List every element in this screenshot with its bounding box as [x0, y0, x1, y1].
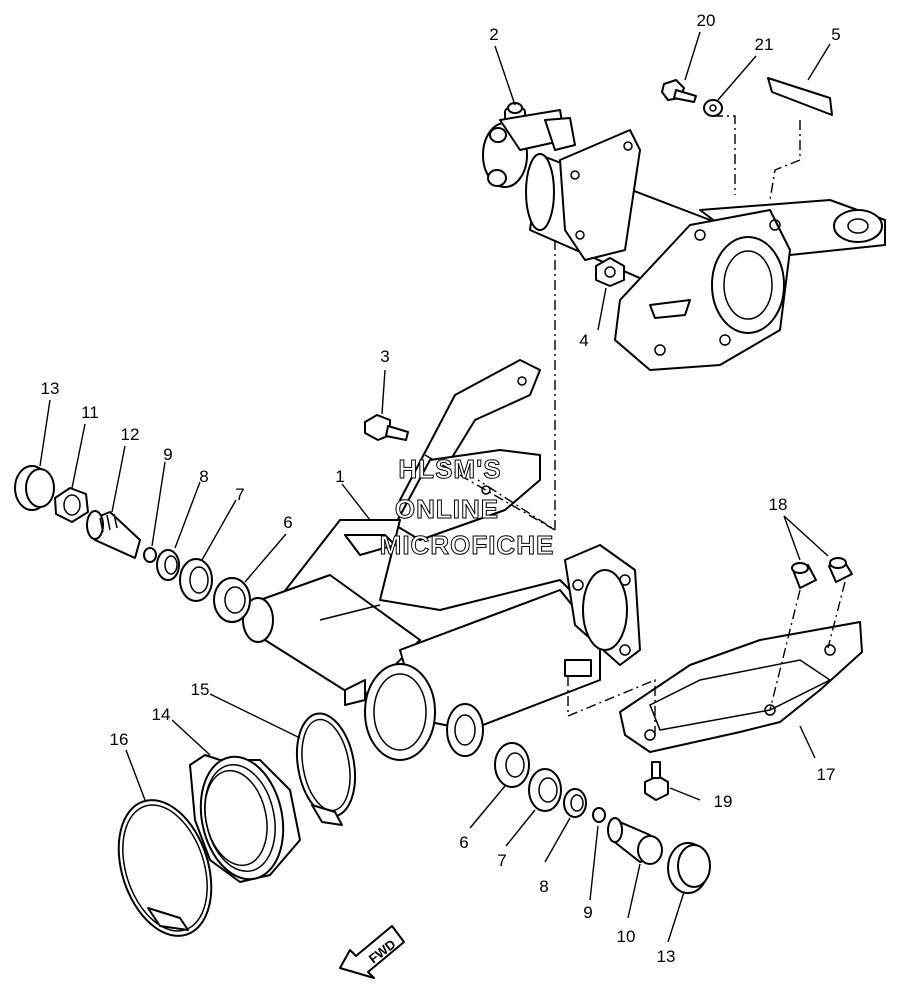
part-21-washer	[703, 99, 723, 117]
part-6-bearing-left	[213, 577, 251, 623]
part-14-boot	[189, 754, 301, 883]
watermark: HLSM'S ONLINE MICROFICHE	[379, 454, 555, 561]
part-3-bolt	[364, 414, 409, 441]
callout-9-right: 9	[583, 903, 592, 922]
part-11-locknut	[54, 487, 89, 523]
part-12-pivot-shaft	[86, 510, 141, 559]
callout-7-left: 7	[235, 485, 244, 504]
part-8-collar-left	[156, 549, 180, 581]
part-7-oil-seal-left	[179, 558, 213, 602]
callout-1: 1	[335, 467, 344, 486]
callout-5: 5	[831, 25, 840, 44]
part-7-oil-seal-right	[528, 768, 562, 812]
callout-13-left: 13	[41, 379, 60, 398]
callout-2: 2	[489, 25, 498, 44]
part-4-nut	[595, 257, 625, 287]
watermark-line-3: MICROFICHE	[380, 530, 555, 560]
callout-16: 16	[110, 730, 129, 749]
forward-direction-arrow: FWD	[339, 925, 405, 979]
watermark-line-1: HLSM'S	[398, 454, 501, 484]
callout-12: 12	[121, 425, 140, 444]
part-2-axle-housing	[482, 102, 886, 371]
part-20-bolt	[661, 79, 697, 103]
part-13-cap-right	[667, 842, 711, 894]
callout-10: 10	[617, 927, 636, 946]
part-15-band	[295, 712, 357, 826]
callout-18: 18	[769, 495, 788, 514]
part-16-band	[117, 799, 213, 937]
callout-11: 11	[81, 403, 99, 422]
part-10-pivot-shaft	[607, 817, 663, 865]
callout-6-right: 6	[459, 833, 468, 852]
callout-6-left: 6	[283, 513, 292, 532]
callout-labels: 2 20 21 5 4 3 1 13 11 12 9 8 7 6 15 14 1…	[41, 11, 841, 966]
callout-15: 15	[191, 680, 210, 699]
callout-20: 20	[697, 11, 716, 30]
callout-14: 14	[152, 705, 171, 724]
part-17-guard	[619, 621, 863, 753]
callout-8-right: 8	[539, 877, 548, 896]
callout-17: 17	[817, 765, 836, 784]
callout-4: 4	[579, 331, 588, 350]
part-9-o-ring-left	[143, 547, 157, 563]
watermark-line-2: ONLINE	[395, 494, 499, 524]
callout-7-right: 7	[497, 851, 506, 870]
part-5-label-plate	[767, 77, 833, 116]
callout-13-right: 13	[657, 947, 676, 966]
part-9-o-ring-right	[592, 807, 606, 823]
callout-9-left: 9	[163, 445, 172, 464]
part-8-collar-right	[563, 788, 587, 818]
leader-lines	[39, 31, 846, 943]
part-1-swing-arm	[242, 359, 641, 761]
callout-21: 21	[755, 35, 774, 54]
part-6-bearing-right	[494, 742, 530, 788]
part-18-damper-1	[791, 562, 817, 589]
callout-8-left: 8	[199, 467, 208, 486]
part-13-cap-left	[14, 465, 55, 511]
callout-3: 3	[380, 347, 389, 366]
callout-19: 19	[714, 792, 733, 811]
part-18-damper-2	[828, 557, 853, 583]
part-19-bolt	[644, 761, 669, 801]
